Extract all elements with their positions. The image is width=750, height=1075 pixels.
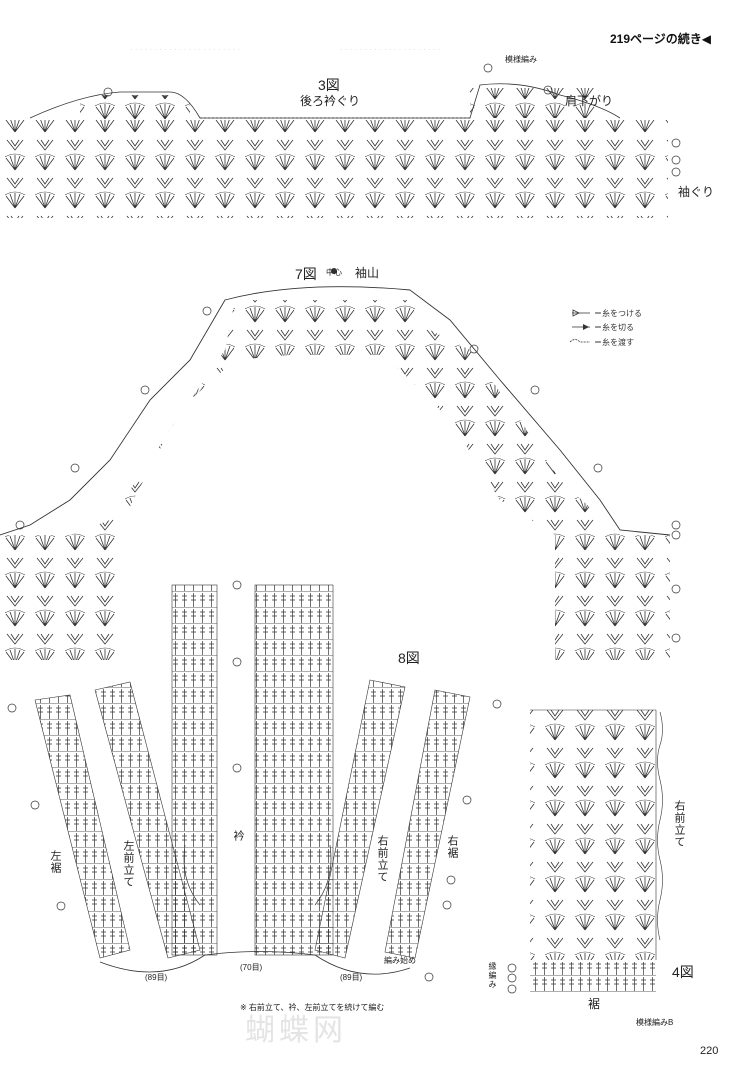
watermark: 蝴蝶网 — [245, 1014, 347, 1047]
bleed-through-text: · · · · · · · · · · · · · · · · · · · · … — [130, 45, 241, 54]
figure3-chart — [0, 63, 681, 218]
legend-carry-text: ＝糸を渡す — [594, 338, 634, 347]
collar-label: 衿 — [232, 830, 244, 842]
armhole-label: 袖ぐり — [678, 185, 715, 199]
right-hem-label: 右裾 — [446, 835, 458, 859]
stitch-count-center: (70目) — [240, 963, 263, 972]
page-number: 220 — [700, 1045, 719, 1057]
figure4-right-front-label: 右前立て — [673, 800, 685, 848]
figure7-title: 7図 — [295, 266, 317, 282]
center-label: 中心 — [326, 268, 342, 277]
legend-attach-text: ＝糸をつける — [594, 309, 642, 318]
legend-cut: ＝糸を切る — [594, 322, 634, 333]
stitch-count-right: (89目) — [340, 973, 363, 982]
edge-border-label: 縁編み — [488, 962, 497, 989]
knitting-note: ※ 右前立て、衿、左前立てを続けて編む — [240, 1003, 385, 1012]
figure8-title: 8図 — [398, 650, 420, 666]
legend-carry: ＝糸を渡す — [594, 337, 634, 348]
back-neckline-label: 後ろ衿ぐり — [300, 94, 361, 108]
figure8-chart — [7, 580, 502, 982]
left-hem-label: 左裾 — [49, 850, 61, 874]
pattern-stitch-label: 模様編み — [505, 55, 537, 64]
figure4-chart — [507, 709, 663, 994]
right-front-band-label: 右前立て — [376, 835, 388, 883]
figure7-chart — [0, 268, 681, 660]
hem-label: 裾 — [588, 997, 601, 1011]
continued-label: 219ページの続き◀ — [610, 32, 712, 46]
stitch-count-left: (89目) — [145, 973, 168, 982]
legend-cut-text: ＝糸を切る — [594, 323, 634, 332]
left-front-band-label: 左前立て — [122, 840, 134, 888]
shoulder-slope-label: 肩下がり — [565, 94, 614, 108]
sleeve-cap-label: 袖山 — [355, 266, 380, 280]
figure4-title: 4図 — [672, 964, 694, 980]
pattern-b-label: 模様編みB — [636, 1018, 674, 1027]
legend-attach: ＝糸をつける — [594, 308, 642, 319]
figure3-title: 3図 — [318, 77, 340, 93]
bleed-through-text: · · · · · · · · · · · · · · · · · · · · … — [340, 45, 441, 54]
start-label: 編み始め — [384, 956, 416, 965]
legend-symbols — [569, 309, 590, 343]
